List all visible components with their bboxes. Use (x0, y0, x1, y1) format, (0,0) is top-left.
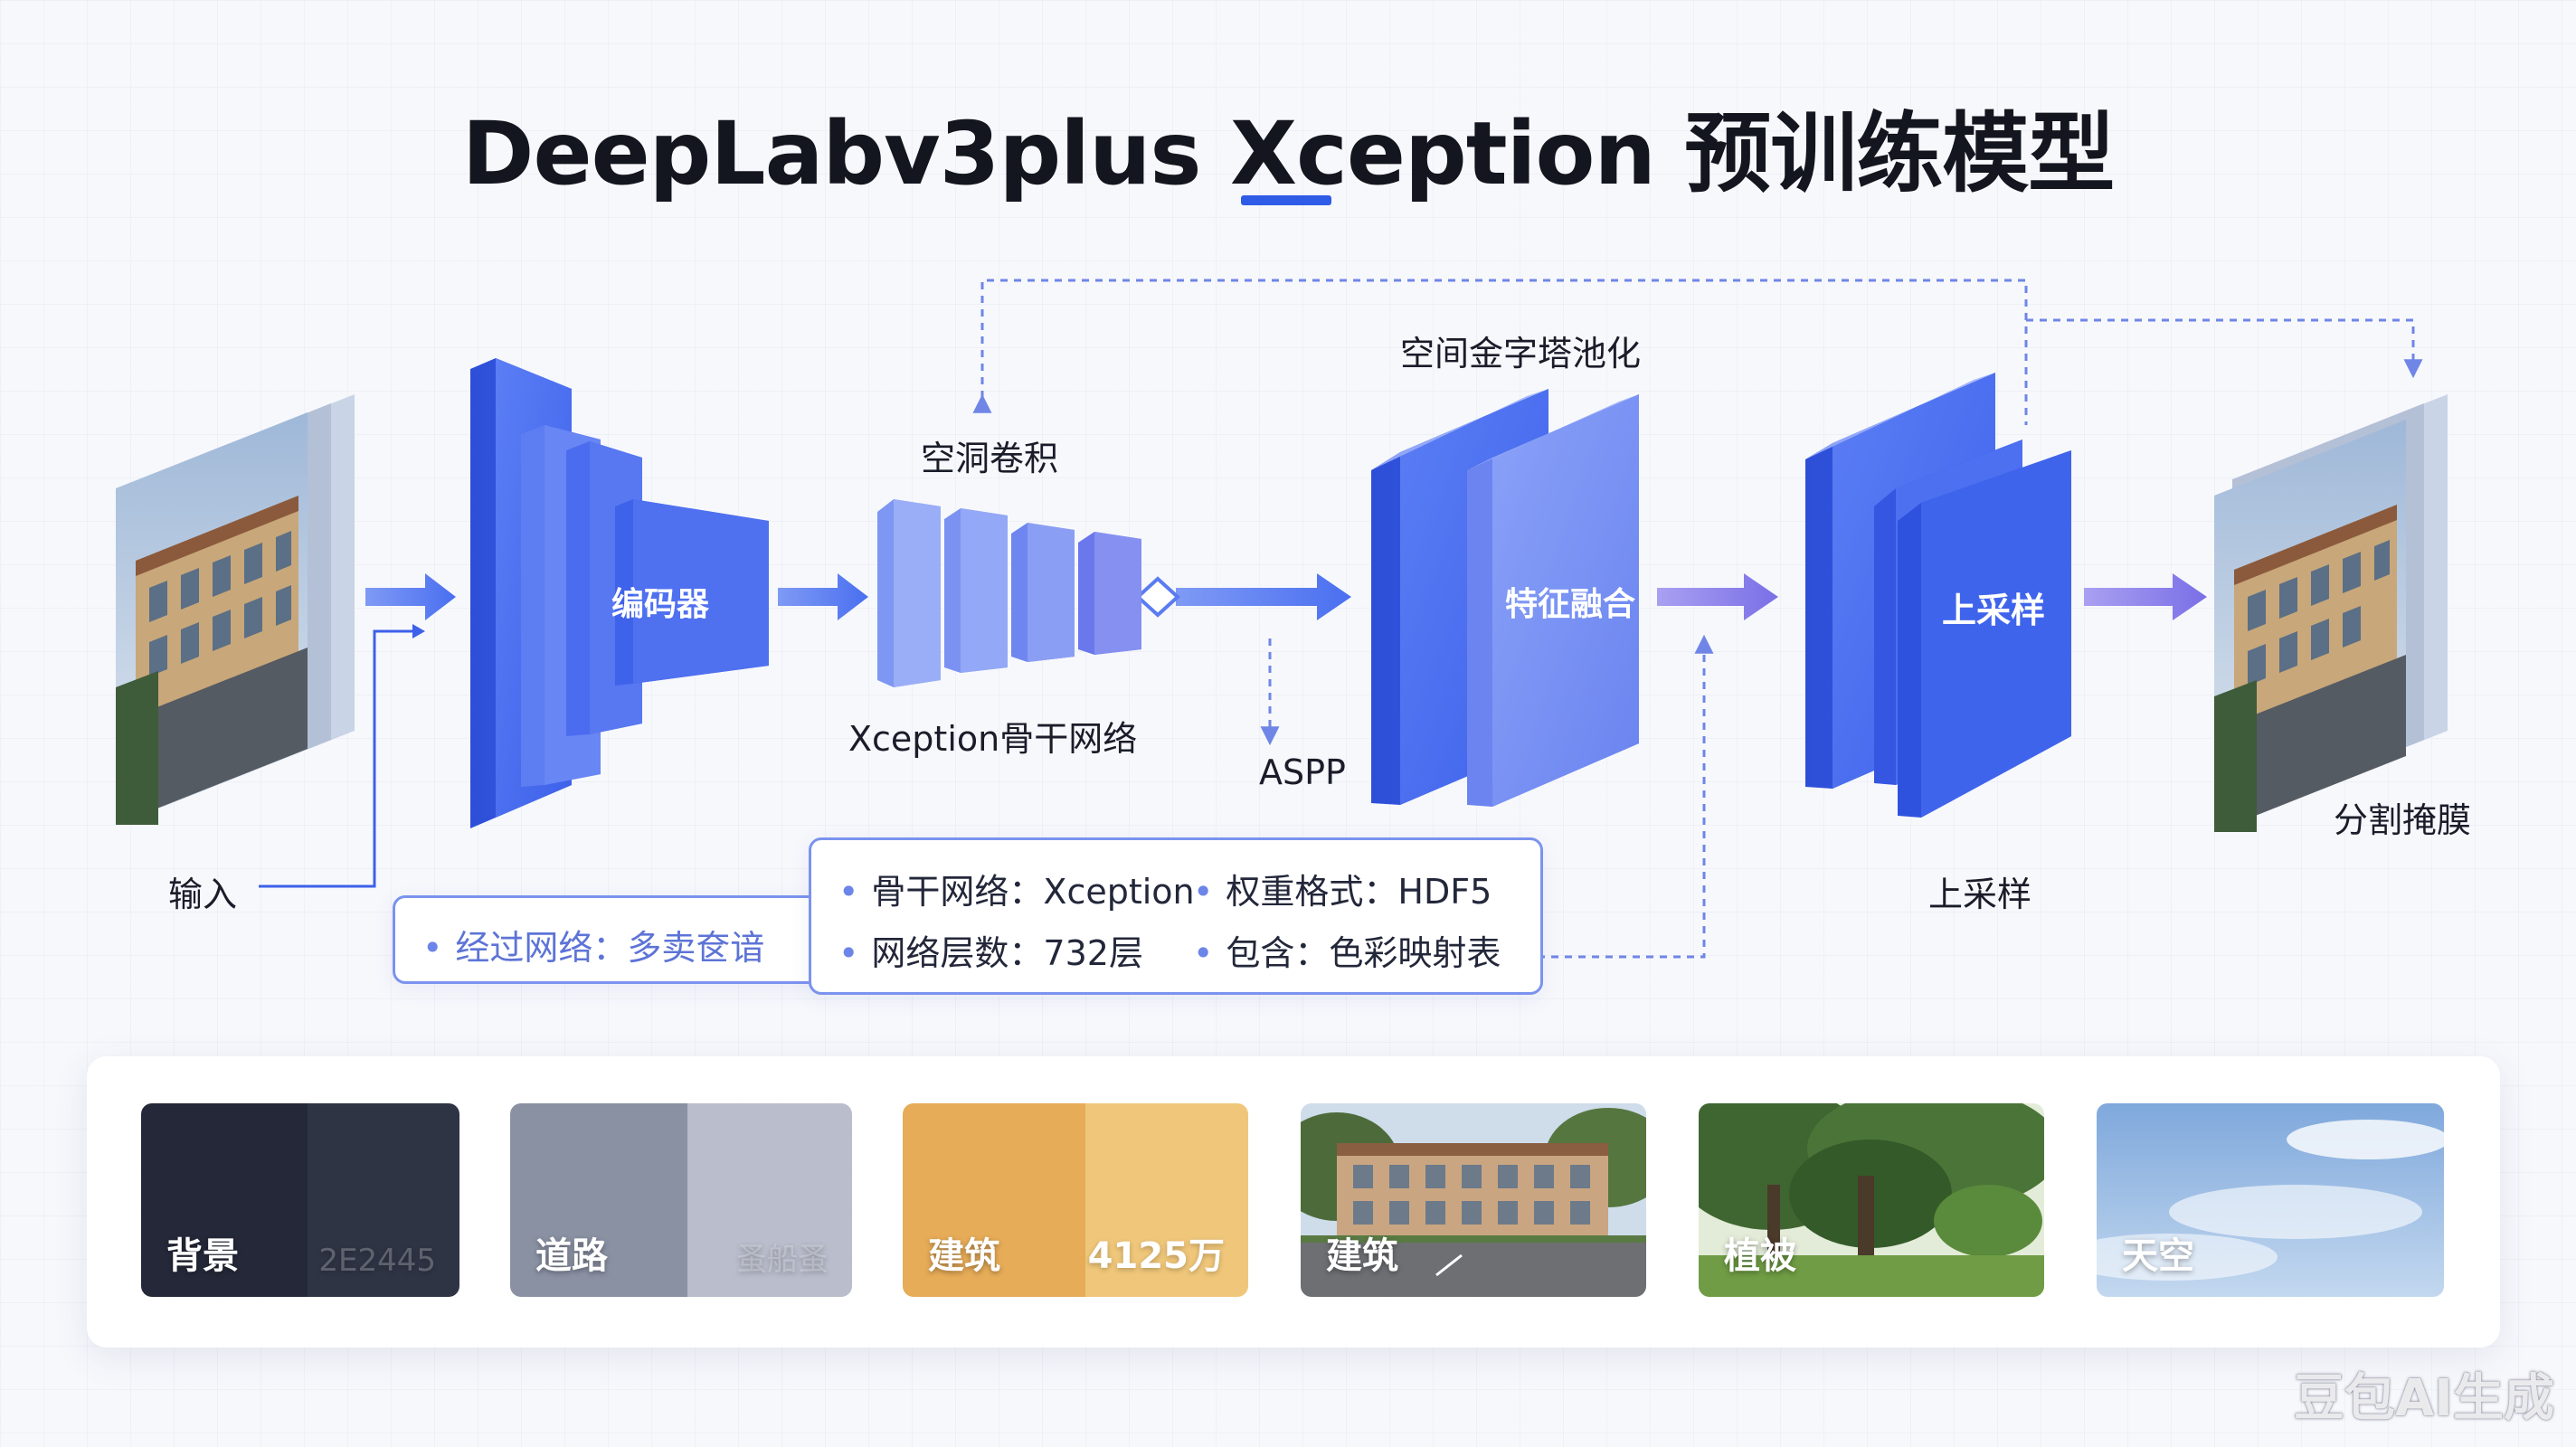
legend-value: 4125万 (1087, 1235, 1225, 1277)
legend-tile-vegetation: 植被 (1699, 1103, 2044, 1297)
output-mask-stack (2214, 394, 2448, 832)
arrow-fusion-upsample (1657, 573, 1778, 620)
info-contains: 包含：色彩映射表 (1193, 925, 1501, 975)
route-card: 经过网络：多卖奁谙 (393, 895, 823, 984)
legend-value: 蚤船蚤 (736, 1242, 829, 1278)
info-weight-format: 权重格式：HDF5 (1193, 864, 1492, 913)
watermark: 豆包AI生成 (2293, 1369, 2554, 1428)
diamond-node (1135, 576, 1180, 618)
legend-name: 建筑 (1326, 1235, 1398, 1277)
building-photo (1301, 1103, 1646, 1297)
input-image-stack (116, 394, 355, 825)
input-route-line (259, 629, 416, 888)
vegetation-photo (1699, 1103, 2044, 1297)
arrow-input-encoder (365, 573, 456, 620)
input-street-image (116, 412, 308, 825)
legend-name: 建筑 (928, 1235, 1000, 1277)
legend-tile-road: 道路 蚤船蚤 (510, 1103, 852, 1297)
route-item: 经过网络：多卖奁谙 (422, 920, 764, 969)
output-street-image (2214, 420, 2406, 832)
encoder-block (470, 358, 769, 828)
aspp-block (1371, 389, 1639, 807)
legend-name: 植被 (1724, 1235, 1796, 1277)
arrow-upsample-mask (2084, 573, 2207, 620)
skip-connections (972, 279, 2423, 959)
info-backbone: 骨干网络：Xception (838, 864, 1194, 913)
sky-photo (2097, 1103, 2444, 1297)
info-layer-count: 网络层数：732层 (838, 925, 1143, 975)
atrous-conv-label: 空洞卷积 (921, 439, 1059, 478)
legend-tile-background: 背景 2E2445 (141, 1103, 459, 1297)
backbone-blocks (877, 499, 1141, 687)
arrow-backbone-aspp (1176, 573, 1351, 620)
flow-arrows (259, 573, 2207, 888)
aspp-label: ASPP (1259, 752, 1346, 792)
encoder-label: 编码器 (611, 586, 710, 623)
legend-name: 背景 (166, 1235, 239, 1277)
upsample-block (1805, 373, 2071, 818)
page-title: DeepLabv3plus Xception 预训练模型 (461, 103, 2115, 204)
input-label: 输入 (168, 875, 238, 914)
legend-name: 天空 (2122, 1235, 2194, 1277)
upsample-caption: 上采样 (1928, 875, 2032, 914)
arrow-encoder-backbone (778, 573, 868, 620)
legend-tile-sky: 天空 (2097, 1103, 2444, 1297)
model-info-card: 骨干网络：Xception 权重格式：HDF5 网络层数：732层 包含：色彩映… (809, 837, 1543, 995)
spp-label: 空间金字塔池化 (1400, 334, 1642, 374)
legend-name: 道路 (535, 1235, 608, 1277)
legend-tile-building-color: 建筑 4125万 (903, 1103, 1248, 1297)
legend-tile-building-photo: 建筑 (1301, 1103, 1646, 1297)
upsample-block-label: 上采样 (1942, 591, 2045, 630)
legend-value: 2E2445 (318, 1243, 436, 1279)
mask-label: 分割掩膜 (2334, 800, 2472, 840)
backbone-label: Xception骨干网络 (848, 719, 1138, 759)
fusion-label: 特征融合 (1505, 586, 1635, 623)
title-underline (1241, 195, 1331, 205)
architecture-diagram: 编码器 特征融合 上采样 (116, 279, 2448, 959)
